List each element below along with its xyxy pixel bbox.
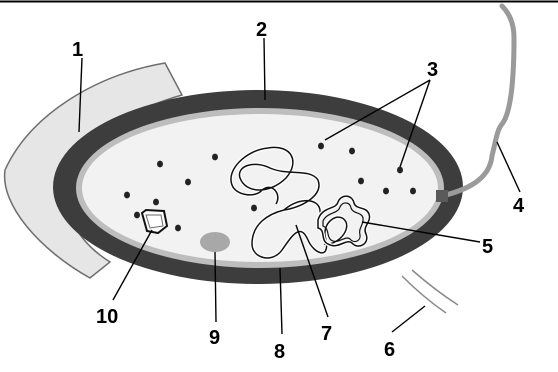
label-6: 6 xyxy=(384,339,395,361)
label-8: 8 xyxy=(274,341,285,363)
label-3: 3 xyxy=(427,59,438,81)
label-10: 10 xyxy=(96,306,118,328)
granule xyxy=(200,232,230,252)
pilus xyxy=(412,270,458,305)
inclusion-body xyxy=(142,210,167,233)
label-9: 9 xyxy=(209,327,220,349)
label-7: 7 xyxy=(321,323,332,345)
label-5: 5 xyxy=(482,236,493,258)
label-1: 1 xyxy=(72,39,83,61)
label-2: 2 xyxy=(256,19,267,41)
label-4: 4 xyxy=(513,195,525,217)
